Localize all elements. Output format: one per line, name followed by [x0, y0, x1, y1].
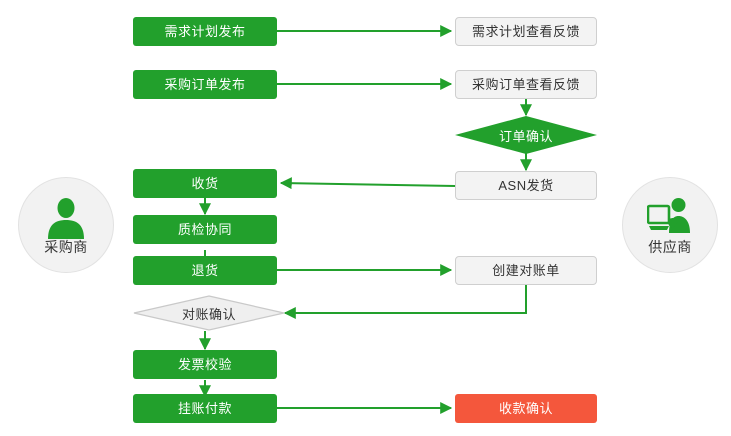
node-quality-collaboration[interactable]: 质检协同 [133, 215, 277, 244]
actor-buyer: 采购商 [18, 177, 114, 273]
node-goods-receipt[interactable]: 收货 [133, 169, 277, 198]
node-payable-payment[interactable]: 挂账付款 [133, 394, 277, 423]
node-label: 采购订单查看反馈 [471, 77, 580, 92]
actor-supplier: 供应商 [622, 177, 718, 273]
node-label: 挂账付款 [177, 401, 232, 416]
node-label: 需求计划发布 [164, 24, 246, 39]
node-return-goods[interactable]: 退货 [133, 256, 277, 285]
diamond-shape [455, 116, 597, 154]
edge-asn-to-goods-receipt [279, 177, 456, 190]
node-statement-confirm[interactable]: 对账确认 [133, 295, 285, 331]
node-label: 创建对账单 [492, 263, 560, 278]
person-icon [48, 197, 84, 239]
node-label: 采购订单发布 [164, 77, 246, 92]
diamond-shape [133, 295, 285, 331]
node-po-feedback[interactable]: 采购订单查看反馈 [455, 70, 597, 99]
node-demand-plan-feedback[interactable]: 需求计划查看反馈 [455, 17, 597, 46]
actor-supplier-label: 供应商 [648, 238, 692, 255]
node-label: 收货 [191, 176, 219, 191]
node-create-statement[interactable]: 创建对账单 [455, 256, 597, 285]
node-invoice-verification[interactable]: 发票校验 [133, 350, 277, 379]
person-at-computer-icon [647, 197, 690, 233]
node-receipt-confirm[interactable]: 收款确认 [455, 394, 597, 423]
actor-buyer-label: 采购商 [44, 238, 88, 255]
node-po-publish[interactable]: 采购订单发布 [133, 70, 277, 99]
node-label: 需求计划查看反馈 [471, 24, 580, 39]
edge-create-statement-to-statement-confirm [283, 285, 527, 319]
node-asn-shipment[interactable]: ASN发货 [455, 171, 597, 200]
node-label: 发票校验 [177, 357, 232, 372]
node-label: ASN发货 [498, 178, 554, 193]
node-label: 质检协同 [177, 222, 232, 237]
node-label: 退货 [191, 263, 219, 278]
node-demand-plan-publish[interactable]: 需求计划发布 [133, 17, 277, 46]
node-label: 收款确认 [498, 401, 553, 416]
node-order-confirm[interactable]: 订单确认 [455, 116, 597, 154]
